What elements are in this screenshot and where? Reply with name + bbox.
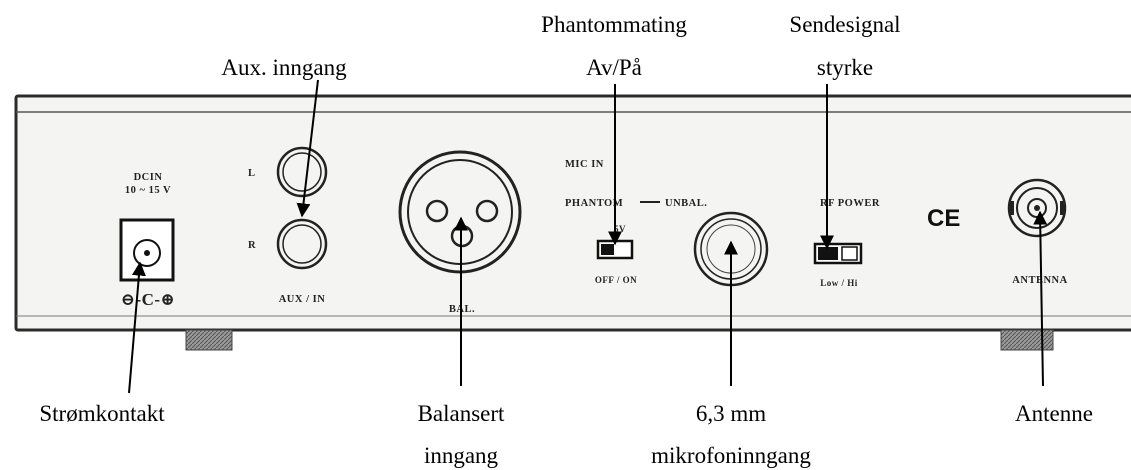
antenna-label: ANTENNA [1012,275,1067,286]
aux-in-label: AUX / IN [279,294,326,305]
phantom-label: PHANTOM [565,198,623,209]
arrow-antenna [1033,210,1048,387]
arrow-power [128,261,146,394]
low-hi-label: Low / Hi [820,278,858,288]
callout-balanced-line2: inngang [424,443,499,468]
callout-balanced-line1: Balansert [418,401,505,426]
rf-power-switch [813,242,863,265]
callout-mic-line1: 6,3 mm [696,401,766,426]
foot-left [185,329,233,351]
phantom-voltage-label: 5V [614,224,626,234]
dcin-voltage-label: 10 ~ 15 V [125,185,171,196]
callout-antenna: Antenne [1015,401,1093,426]
callout-power: Strømkontakt [39,401,165,426]
polarity-symbol: ⊖-C-⊕ [121,290,176,309]
phantom-switch [596,239,634,260]
callout-aux-in: Aux. inngang [221,55,347,80]
aux-r-label: R [248,240,256,251]
callout-rf-line1: Sendesignal [789,12,900,37]
callout-phantom-line2: Av/På [586,55,642,80]
foot-right [1000,329,1054,351]
arrow-aux-in [296,79,319,218]
ce-mark: CE [927,205,960,232]
callout-phantom-line1: Phantommating [541,12,687,37]
device-body [14,94,1131,332]
dc-power-jack: DCIN 10 ~ 15 V ⊖-C-⊕ [119,172,176,309]
rf-power-section: RF POWER Low / Hi [813,198,880,288]
dcin-label: DCIN [134,172,163,183]
unbal-label: UNBAL. [665,198,707,209]
callout-rf-line2: styrke [817,55,873,80]
off-on-label: OFF / ON [595,275,637,285]
antenna-connector: ANTENNA [1007,178,1067,286]
mic-in-label: MIC IN [565,159,604,170]
aux-l-label: L [248,168,256,179]
rf-power-label: RF POWER [820,198,880,209]
callout-mic-line2: mikrofoninngang [651,443,811,468]
aux-in-jacks: L R AUX / IN [248,146,328,305]
